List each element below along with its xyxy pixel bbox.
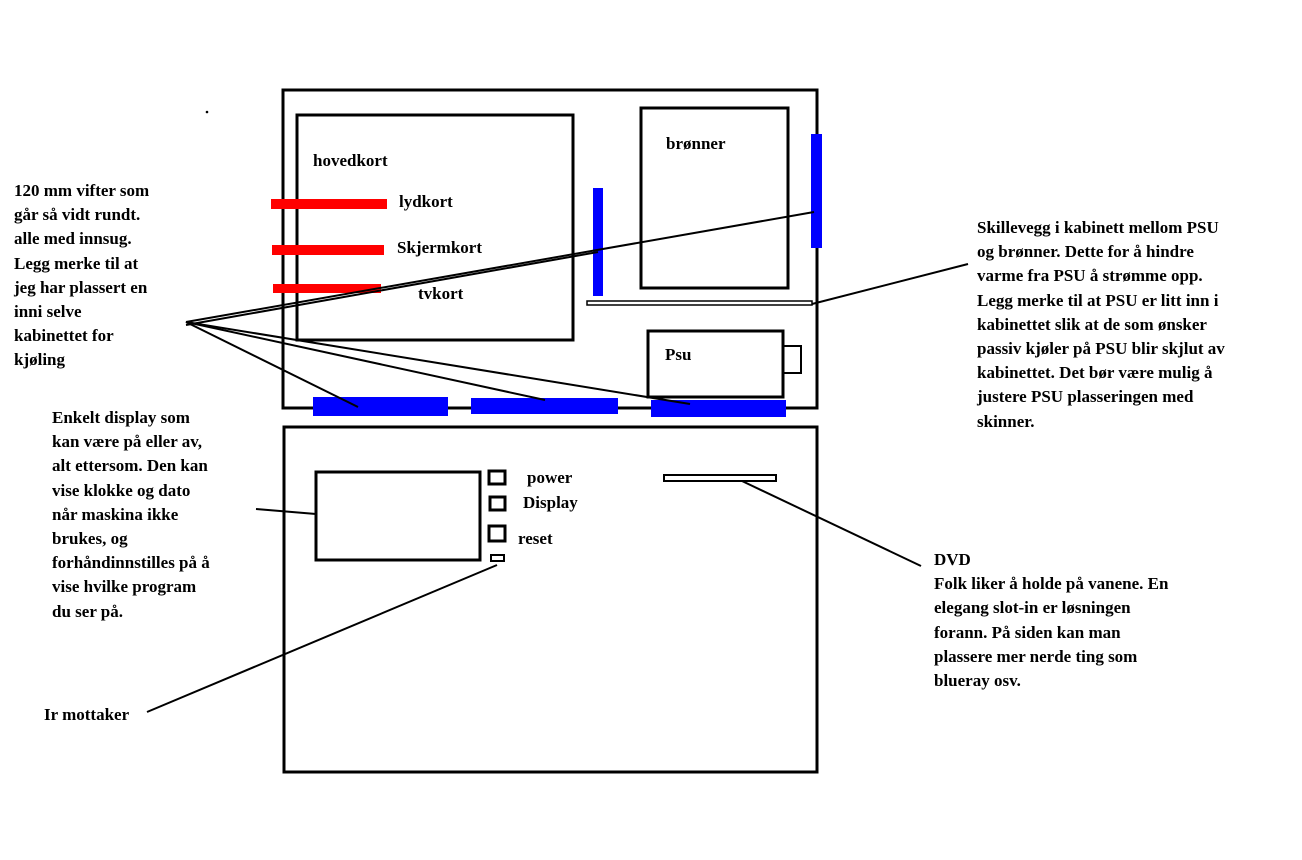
annotation-line: plassere mer nerde ting som — [934, 646, 1138, 666]
annotation-line: forhåndinnstilles på å — [52, 553, 210, 573]
annotation-line: alt ettersom. Den kan — [52, 456, 208, 476]
drive-bay-outline — [639, 106, 790, 290]
annotation-line: Folk liker å holde på vanene. En — [934, 574, 1169, 594]
annotation-line: alle med innsug. — [14, 229, 132, 249]
fan-drive-bay-side — [811, 134, 822, 248]
fan-motherboard-side — [593, 188, 603, 296]
annotation-line: går så vidt rundt. — [14, 205, 141, 225]
ir-annotation: Ir mottaker — [44, 705, 130, 724]
pointer-fan-side — [185, 211, 815, 323]
reset-label: reset — [518, 529, 553, 548]
annotation-line: blueray osv. — [934, 671, 1021, 691]
reset-button-icon — [487, 524, 507, 543]
annotation-line: vise klokke og dato — [52, 480, 191, 500]
display-button-icon — [488, 495, 507, 512]
tv-card-bar — [273, 284, 381, 293]
motherboard-label: hovedkort — [313, 151, 388, 170]
pointer-ir — [146, 564, 498, 713]
case-front-outline — [282, 425, 819, 774]
annotation-line: forann. På siden kan man — [934, 622, 1121, 642]
psu-outline — [646, 329, 785, 399]
sound-card-label: lydkort — [399, 192, 453, 211]
annotation-line: brukes, og — [52, 529, 128, 549]
psu-tab — [783, 345, 802, 374]
fan-bottom-middle — [471, 398, 618, 414]
pointer-display — [255, 508, 317, 515]
power-button-icon — [487, 469, 507, 486]
annotation-line: kan være på eller av, — [52, 432, 203, 452]
annotation-line: kabinettet slik at de som ønsker — [977, 314, 1207, 334]
annotation-line: når maskina ikke — [52, 504, 179, 524]
annotation-line: vise hvilke program — [52, 577, 197, 597]
annotation-line: jeg har plassert en — [14, 277, 148, 297]
pointer-fan-mobo — [185, 251, 599, 326]
annotation-line: passiv kjøler på PSU blir skjlut av — [977, 339, 1225, 359]
pointer-dvd — [741, 480, 922, 567]
annotation-line: elegang slot-in er løsningen — [934, 598, 1131, 618]
dvd-slot — [663, 474, 777, 482]
dot-mark — [205, 110, 209, 114]
fan-bottom-left — [313, 397, 448, 416]
annotation-line: Skillevegg i kabinett mellom PSU — [977, 218, 1219, 237]
pointer-fan-bottom-left — [185, 321, 359, 408]
display-annotation: Enkelt display som kan være på eller av,… — [52, 406, 210, 624]
dvd-annotation: DVD Folk liker å holde på vanene. En ele… — [934, 548, 1168, 693]
annotation-line: skinner. — [977, 411, 1035, 431]
power-label: power — [527, 468, 573, 487]
display-button-label: Display — [523, 493, 578, 512]
annotation-line: Enkelt display som — [52, 408, 190, 427]
ir-receiver-icon — [490, 554, 505, 562]
divider-wall — [586, 300, 813, 306]
pointer-divider — [811, 263, 969, 305]
tv-card-label: tvkort — [418, 284, 464, 303]
annotation-line: kabinettet for — [14, 326, 114, 346]
annotation-line: du ser på. — [52, 601, 124, 621]
annotation-line: og brønner. Dette for å hindre — [977, 242, 1194, 262]
psu-label: Psu — [665, 345, 692, 364]
divider-annotation: Skillevegg i kabinett mellom PSU og brøn… — [977, 216, 1225, 434]
annotation-line: inni selve — [14, 302, 82, 322]
annotation-line: justere PSU plasseringen med — [977, 387, 1194, 407]
annotation-line: 120 mm vifter som — [14, 181, 150, 200]
graphics-card-bar — [272, 245, 384, 255]
sound-card-bar — [271, 199, 387, 209]
display-outline — [314, 470, 482, 562]
fans-annotation: 120 mm vifter som går så vidt rundt. all… — [14, 179, 149, 373]
annotation-line: varme fra PSU å strømme opp. — [977, 266, 1203, 286]
cooler-label: brønner — [666, 134, 726, 153]
annotation-line: kjøling — [14, 350, 66, 370]
pointer-fan-bottom-middle — [185, 321, 546, 401]
pointer-fan-bottom-right — [185, 321, 691, 405]
annotation-line: Legg merke til at PSU er litt inn i — [977, 290, 1219, 310]
fan-bottom-right — [651, 400, 786, 417]
motherboard-outline — [295, 113, 575, 342]
annotation-line: Legg merke til at — [14, 253, 139, 273]
annotation-line: DVD — [934, 550, 971, 569]
graphics-card-label: Skjermkort — [397, 238, 482, 257]
annotation-line: kabinettet. Det bør være mulig å — [977, 363, 1213, 383]
